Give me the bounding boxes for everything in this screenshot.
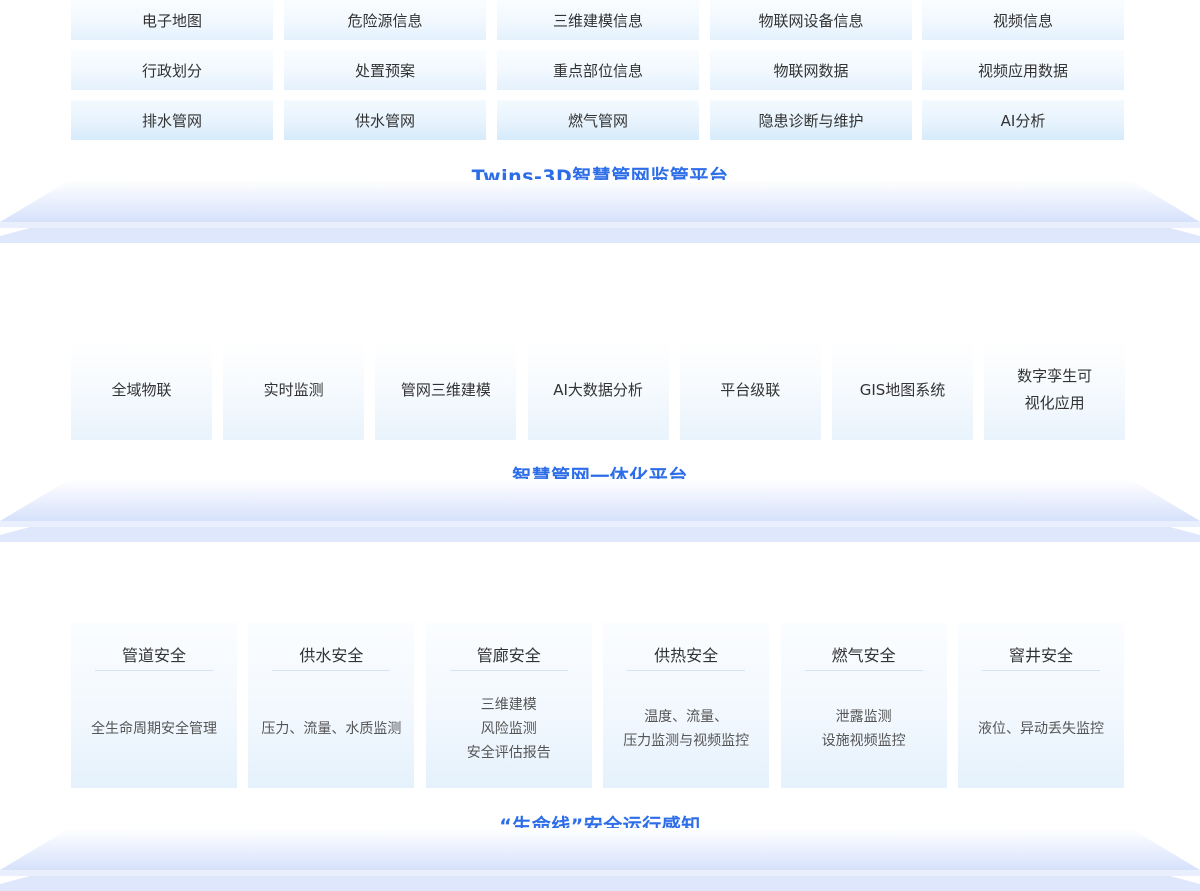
safety-card-description: 三维建模风险监测安全评估报告 (430, 674, 588, 784)
top-tile: 三维建模信息 (497, 0, 699, 40)
safety-card: 管道安全全生命周期安全管理 (71, 622, 237, 788)
safety-card-divider (982, 670, 1100, 671)
top-tile: 行政划分 (71, 50, 273, 90)
top-layer: 电子地图危险源信息三维建模信息物联网设备信息视频信息行政划分处置预案重点部位信息… (0, 0, 1200, 245)
safety-card: 管廊安全三维建模风险监测安全评估报告 (425, 622, 592, 788)
middle-tile: AI大数据分析 (527, 340, 669, 440)
safety-card-divider (95, 670, 213, 671)
safety-card-description-line: 温度、流量、 (644, 709, 729, 725)
middle-tile: 数字孪生可视化应用 (984, 340, 1126, 440)
top-tile: 供水管网 (284, 100, 486, 140)
middle-tile-label: AI大数据分析 (553, 380, 643, 399)
safety-card-divider (449, 670, 568, 671)
safety-card-description: 温度、流量、压力监测与视频监控 (607, 674, 765, 784)
safety-card-divider (627, 670, 746, 671)
top-tile: 处置预案 (284, 50, 486, 90)
top-tile: 燃气管网 (497, 100, 699, 140)
safety-card-divider (272, 670, 391, 671)
safety-card-description-line: 安全评估报告 (466, 745, 551, 761)
top-tile: 排水管网 (71, 100, 273, 140)
middle-tile-label: 管网三维建模 (400, 380, 491, 399)
safety-card: 供热安全温度、流量、压力监测与视频监控 (603, 622, 770, 788)
safety-card-description: 全生命周期安全管理 (75, 674, 233, 784)
top-tile: 电子地图 (71, 0, 273, 40)
middle-tile-label: 全域物联 (111, 380, 172, 399)
safety-card-description-line: 风险监测 (480, 721, 537, 737)
top-tile: 隐患诊断与维护 (710, 100, 912, 140)
safety-card-description: 压力、流量、水质监测 (252, 674, 410, 784)
safety-card: 燃气安全泄露监测设施视频监控 (780, 622, 947, 788)
safety-card-title: 窨井安全 (1008, 646, 1073, 665)
safety-card-title: 供水安全 (299, 646, 364, 665)
safety-card-description-line: 泄露监测 (835, 709, 892, 725)
middle-tile-label: 实时监测 (263, 380, 324, 399)
top-platform-base (0, 180, 1200, 244)
middle-tile: 全域物联 (71, 340, 212, 440)
middle-platform-base (0, 479, 1200, 543)
safety-card-description: 液位、异动丢失监控 (962, 674, 1120, 784)
top-tile: 视频信息 (922, 0, 1124, 40)
safety-card-title: 供热安全 (654, 646, 719, 665)
middle-tile: 管网三维建模 (375, 340, 517, 440)
bottom-platform-base (0, 828, 1200, 891)
middle-tile: GIS地图系统 (832, 340, 973, 440)
middle-tile-label: GIS地图系统 (859, 380, 946, 399)
safety-card-description-line: 液位、异动丢失监控 (978, 721, 1104, 737)
safety-card-divider (804, 670, 923, 671)
top-tile: AI分析 (922, 100, 1124, 140)
middle-tile: 实时监测 (223, 340, 365, 440)
middle-tile-label: 视化应用 (1024, 394, 1085, 412)
safety-card-description-line: 压力监测与视频监控 (623, 733, 750, 749)
safety-card-description: 泄露监测设施视频监控 (785, 674, 943, 784)
safety-card-description-line: 全生命周期安全管理 (91, 721, 217, 737)
safety-card-description-line: 三维建模 (480, 697, 537, 713)
safety-card-title: 燃气安全 (831, 646, 896, 665)
top-tile: 危险源信息 (284, 0, 486, 40)
safety-card-description-line: 设施视频监控 (821, 733, 906, 749)
middle-tile-label: 平台级联 (720, 380, 781, 399)
top-tile: 物联网设备信息 (710, 0, 912, 40)
safety-card-title: 管廊安全 (476, 646, 541, 665)
top-tile: 物联网数据 (710, 50, 912, 90)
safety-card-description-line: 压力、流量、水质监测 (261, 721, 402, 737)
safety-card: 供水安全压力、流量、水质监测 (248, 622, 415, 788)
top-tile: 视频应用数据 (922, 50, 1124, 90)
safety-card: 窨井安全液位、异动丢失监控 (958, 622, 1124, 788)
safety-card-title: 管道安全 (121, 646, 186, 665)
top-tile: 重点部位信息 (497, 50, 699, 90)
middle-tile-label: 数字孪生可 (1017, 367, 1093, 385)
middle-tile: 平台级联 (679, 340, 821, 440)
